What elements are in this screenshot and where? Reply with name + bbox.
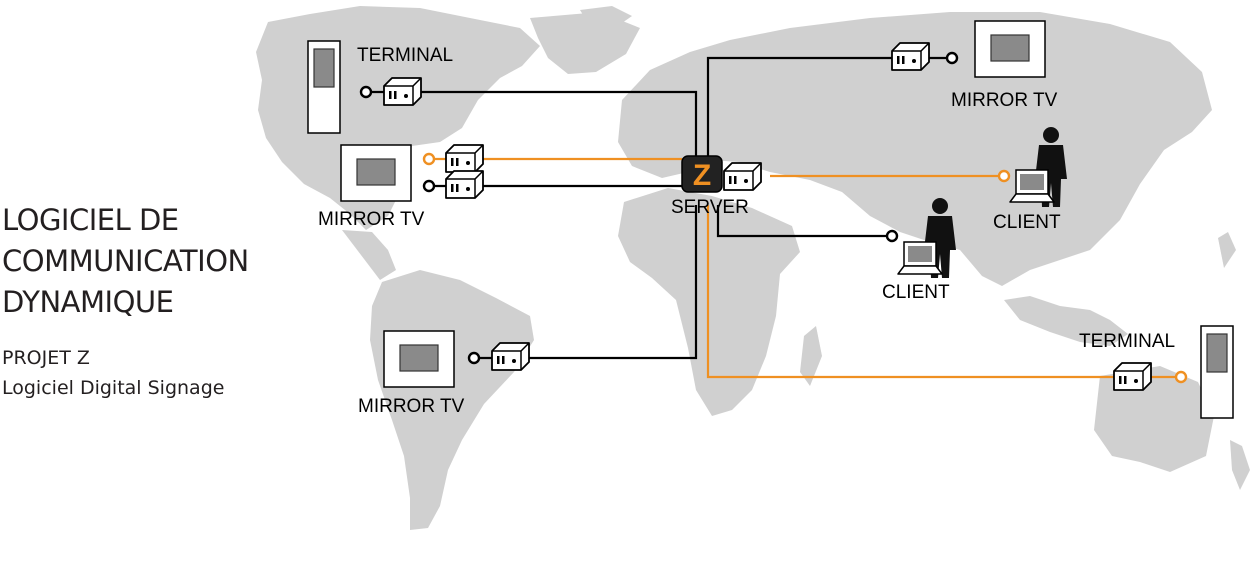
tv-mirror-sa bbox=[383, 330, 455, 388]
link-client-india bbox=[716, 205, 890, 238]
project-tagline: Logiciel Digital Signage bbox=[2, 377, 225, 399]
laptop-icon-india bbox=[897, 241, 943, 275]
endpoint-terminal-na bbox=[359, 85, 373, 99]
player-mirror-na-2 bbox=[445, 170, 484, 199]
label-terminal-na: TERMINAL bbox=[357, 45, 453, 66]
link-terminal-oc bbox=[706, 205, 1180, 379]
title-line-3: DYNAMIQUE bbox=[2, 285, 174, 319]
endpoint-mirror-na-black bbox=[422, 179, 436, 193]
player-mirror-ru bbox=[891, 42, 930, 71]
link-terminal-na bbox=[368, 90, 698, 160]
title-line-1: LOGICIEL DE bbox=[2, 203, 179, 237]
endpoint-mirror-na-orange bbox=[422, 152, 436, 166]
label-mirror-na: MIRROR TV bbox=[318, 209, 425, 230]
link-mirror-ru bbox=[706, 56, 950, 160]
player-mirror-na-1 bbox=[445, 144, 484, 173]
subtitle: PROJET Z Logiciel Digital Signage bbox=[2, 343, 224, 403]
kiosk-terminal-na bbox=[307, 40, 341, 134]
player-terminal-oc bbox=[1113, 362, 1152, 391]
link-mirror-sa bbox=[474, 205, 698, 360]
page-title: LOGICIEL DE COMMUNICATION DYNAMIQUE bbox=[2, 200, 249, 323]
server-logo-letter: Z bbox=[693, 159, 711, 192]
tv-mirror-na bbox=[340, 144, 412, 202]
endpoint-client-india bbox=[885, 229, 899, 243]
label-client-china: CLIENT bbox=[993, 212, 1061, 233]
label-terminal-oc: TERMINAL bbox=[1079, 331, 1175, 352]
endpoint-mirror-sa bbox=[467, 351, 481, 365]
player-terminal-na bbox=[383, 77, 422, 106]
label-client-india: CLIENT bbox=[882, 282, 950, 303]
tv-mirror-ru bbox=[974, 20, 1046, 78]
title-line-2: COMMUNICATION bbox=[2, 244, 249, 278]
laptop-icon-china bbox=[1009, 169, 1055, 203]
player-server bbox=[723, 162, 762, 191]
label-mirror-ru: MIRROR TV bbox=[951, 90, 1058, 111]
server-logo-icon: Z bbox=[681, 155, 723, 193]
player-mirror-sa bbox=[491, 342, 530, 371]
project-name: PROJET Z bbox=[2, 347, 90, 369]
kiosk-terminal-oc bbox=[1200, 325, 1234, 419]
endpoint-mirror-ru bbox=[945, 51, 959, 65]
label-mirror-sa: MIRROR TV bbox=[358, 396, 465, 417]
label-server: SERVER bbox=[671, 197, 749, 218]
endpoint-terminal-oc bbox=[1174, 370, 1188, 384]
endpoint-client-china bbox=[997, 169, 1011, 183]
